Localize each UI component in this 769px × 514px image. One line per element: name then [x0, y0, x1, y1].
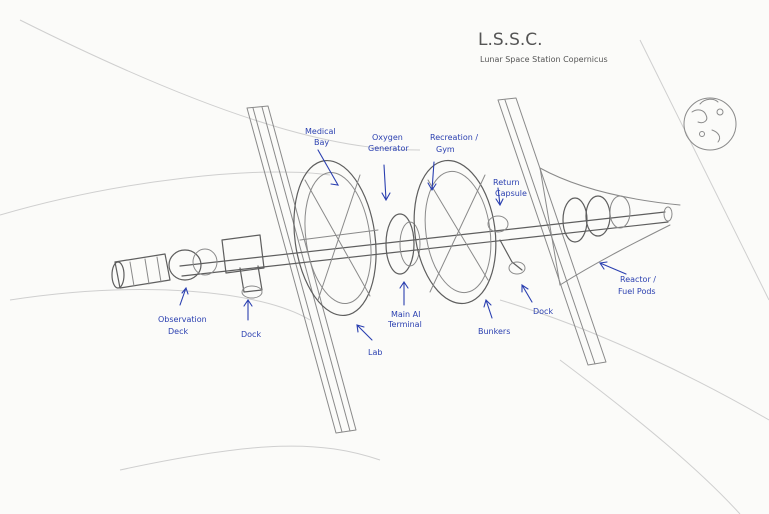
title: L.S.S.C.	[478, 30, 543, 50]
observation-deck-module	[111, 248, 218, 289]
label-recreation-gym-line1: Recreation /	[430, 133, 478, 142]
label-medical-bay-line2: Bay	[314, 138, 329, 147]
label-oxygen-generator-line2: Generator	[368, 144, 409, 153]
left-solar-panel	[246, 105, 357, 434]
label-observation-deck-line2: Deck	[168, 327, 188, 336]
label-reactor-line1: Reactor /	[620, 275, 656, 284]
label-main-ai-line1: Main AI	[391, 310, 420, 319]
station-spine	[179, 211, 669, 277]
label-return-capsule-line1: Return	[493, 178, 520, 187]
label-medical-bay-line1: Medical	[305, 127, 336, 136]
label-return-capsule-line2: Capsule	[495, 189, 527, 198]
label-observation-deck-line1: Observation	[158, 315, 207, 324]
recreation-gym-ring	[413, 159, 497, 305]
subtitle: Lunar Space Station Copernicus	[480, 55, 608, 64]
moon-sketch-icon	[683, 97, 737, 151]
background-guides	[0, 19, 769, 514]
reactor-module	[539, 167, 681, 286]
label-lab: Lab	[368, 348, 382, 357]
annotation-arrows	[179, 149, 627, 341]
central-hub	[385, 213, 421, 275]
label-oxygen-generator-line1: Oxygen	[372, 133, 403, 142]
right-solar-panel	[497, 97, 607, 366]
label-bunkers: Bunkers	[478, 327, 510, 336]
label-dock-left: Dock	[241, 330, 261, 339]
label-reactor-line2: Fuel Pods	[618, 287, 656, 296]
right-dock-module	[487, 215, 526, 275]
label-main-ai-line2: Terminal	[387, 320, 422, 329]
left-dock-module	[221, 234, 265, 299]
label-dock-right: Dock	[533, 307, 553, 316]
label-recreation-gym-line2: Gym	[436, 145, 455, 154]
component-labels: Medical Bay Oxygen Generator Recreation …	[158, 127, 656, 357]
